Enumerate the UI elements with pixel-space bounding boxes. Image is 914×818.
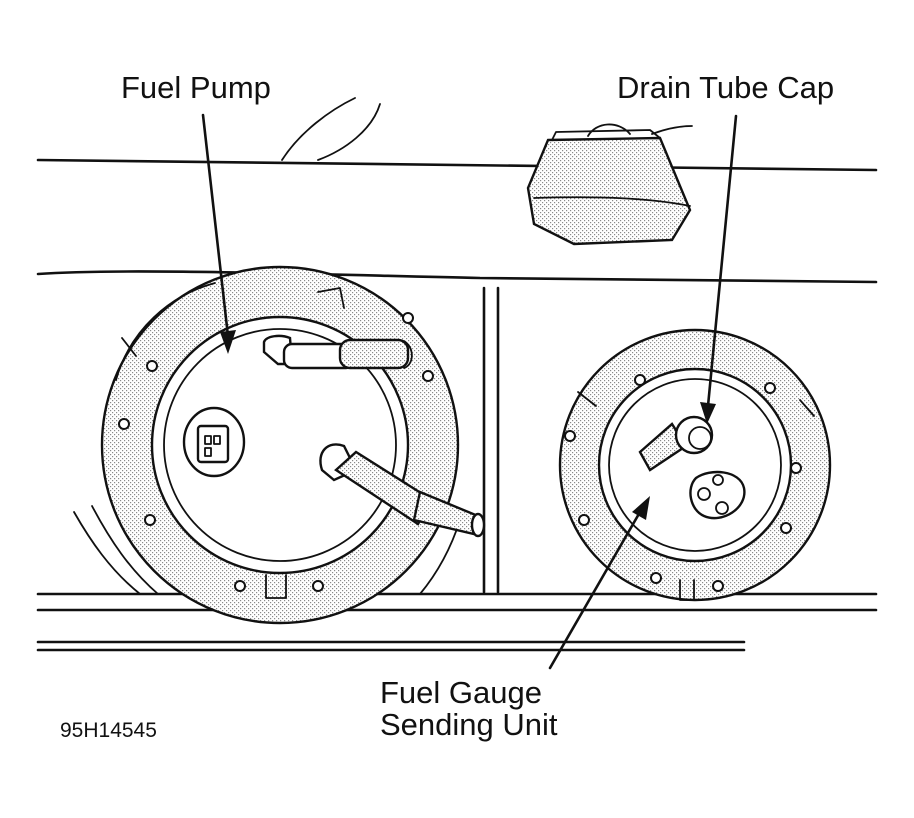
pump-electrical-connector xyxy=(182,406,246,478)
fuel-gauge-sending-unit xyxy=(558,328,832,602)
sending-unit-terminal xyxy=(689,470,746,520)
drain-tube-cap xyxy=(526,123,693,246)
leader-arrow-drain-tube-cap xyxy=(700,114,738,424)
leader-arrow-fuel-pump xyxy=(201,113,236,354)
tank-top-surface xyxy=(36,97,878,284)
drain-tube-fitting xyxy=(638,415,714,472)
fuel-pump-label: Fuel Pump xyxy=(121,70,271,105)
fuel-gauge-label-line1: Fuel Gauge xyxy=(380,675,542,710)
pump-fuel-line-upper xyxy=(262,334,413,370)
fuel-pump-module xyxy=(100,265,486,625)
figure-code: 95H14545 xyxy=(60,719,157,742)
leader-arrow-fuel-gauge xyxy=(548,496,650,670)
pump-fuel-line-lower xyxy=(319,443,486,538)
fuel-gauge-label-line2: Sending Unit xyxy=(380,707,558,742)
drain-tube-cap-label: Drain Tube Cap xyxy=(617,70,835,105)
